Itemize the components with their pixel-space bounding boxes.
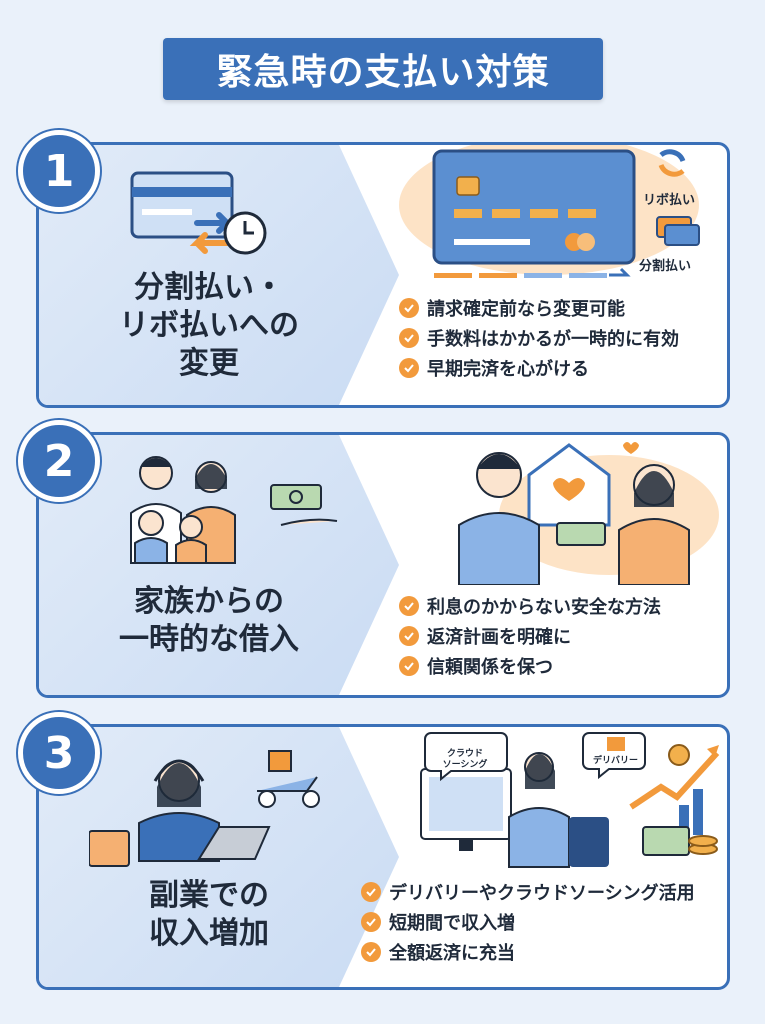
section-number-2: 2 <box>18 420 100 502</box>
list-item: 利息のかからない安全な方法 <box>399 591 661 621</box>
check-icon <box>399 298 419 318</box>
section-number-1: 1 <box>18 130 100 212</box>
check-icon <box>399 626 419 646</box>
side-job-worker-icon <box>89 750 320 867</box>
list-item: 返済計画を明確に <box>399 621 661 651</box>
card-clock-icon <box>130 171 267 255</box>
check-icon <box>399 656 419 676</box>
section-1-bullets: 請求確定前なら変更可能 手数料はかかるが一時的に有効 早期完済を心がける <box>399 293 679 383</box>
check-icon <box>399 596 419 616</box>
list-item: 全額返済に充当 <box>361 937 695 967</box>
check-icon <box>361 882 381 902</box>
list-item: 早期完済を心がける <box>399 353 679 383</box>
section-1-title: 分割払い・ リボ払いへの 変更 <box>119 270 299 381</box>
section-number-3: 3 <box>18 712 100 794</box>
check-icon <box>361 942 381 962</box>
delivery-bubble-label: デリバリー <box>593 756 639 766</box>
family-icon <box>130 456 338 564</box>
credit-card-icon <box>399 145 700 278</box>
handover-money-icon <box>458 442 719 585</box>
section-card-1: 分割払い・ リボ払いへの 変更 リボ払い 分割払い 請求確定前なら変更可能 手数… <box>36 142 730 408</box>
section-3-title: 副業での 収入増加 <box>149 878 269 951</box>
crowdsourcing-bubble-label: クラウド ソーシング <box>442 749 488 770</box>
revolving-label: リボ払い <box>643 193 696 208</box>
list-item: 請求確定前なら変更可能 <box>399 293 679 323</box>
list-item: 短期間で収入増 <box>361 907 695 937</box>
check-icon <box>399 358 419 378</box>
list-item: 信頼関係を保つ <box>399 651 661 681</box>
section-card-3: 副業での 収入増加 クラウド ソーシング デリバリー デリバリーやクラウドソーシ… <box>36 724 730 990</box>
check-icon <box>361 912 381 932</box>
page-title: 緊急時の支払い対策 <box>163 38 603 100</box>
section-2-title: 家族からの 一時的な借入 <box>119 584 299 657</box>
list-item: デリバリーやクラウドソーシング活用 <box>361 877 695 907</box>
section-2-bullets: 利息のかからない安全な方法 返済計画を明確に 信頼関係を保つ <box>399 591 661 681</box>
check-icon <box>399 328 419 348</box>
installment-label: 分割払い <box>639 259 692 274</box>
online-work-growth-icon <box>420 732 720 868</box>
section-3-bullets: デリバリーやクラウドソーシング活用 短期間で収入増 全額返済に充当 <box>361 877 695 967</box>
section-card-2: 家族からの 一時的な借入 利息のかからない安全な方法 返済計画を明確に 信頼関係… <box>36 432 730 698</box>
list-item: 手数料はかかるが一時的に有効 <box>399 323 679 353</box>
